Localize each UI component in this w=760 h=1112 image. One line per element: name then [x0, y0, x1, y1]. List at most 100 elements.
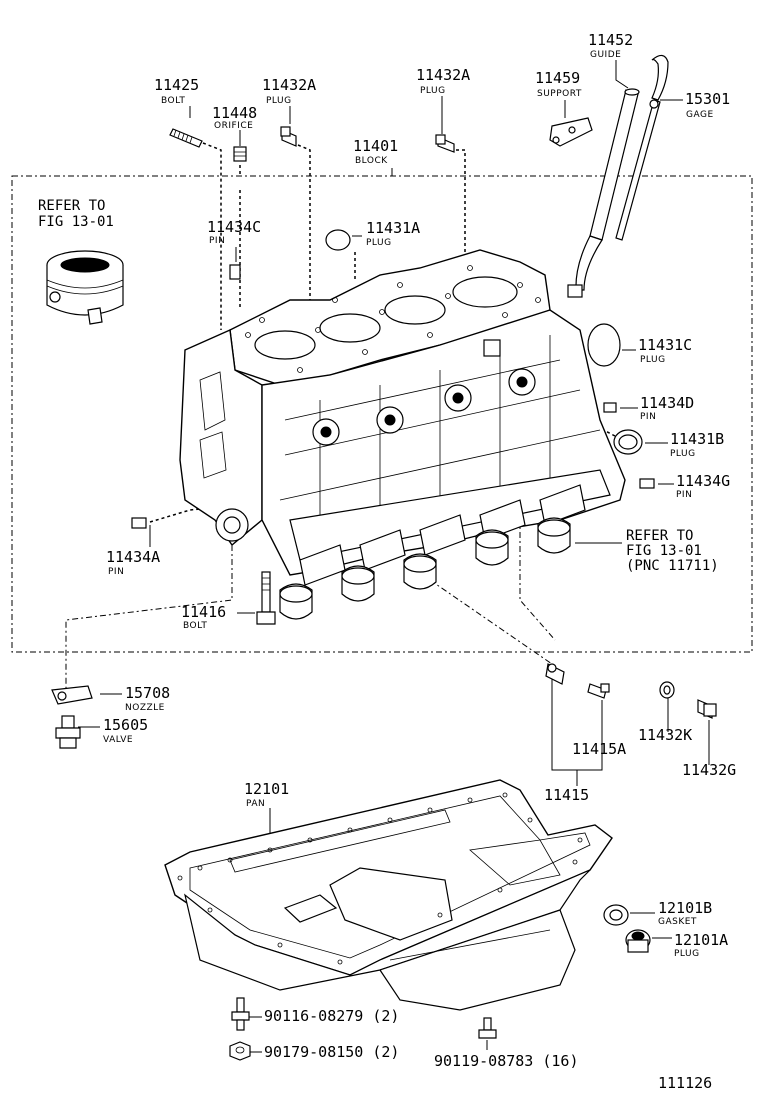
label-11452[interactable]: 11452 GUIDE [588, 31, 633, 60]
label-15605[interactable]: 15605 VALVE [103, 716, 148, 745]
label-90119[interactable]: 90119-08783 (16) [434, 1052, 579, 1070]
bolt-11416-icon[interactable] [256, 571, 276, 625]
svg-text:11448: 11448 [212, 104, 257, 122]
svg-text:BOLT: BOLT [183, 621, 207, 631]
svg-text:(PNC 11711): (PNC 11711) [626, 558, 719, 574]
label-11459[interactable]: 11459 SUPPORT [535, 69, 582, 99]
pin-11434D-icon[interactable] [603, 402, 617, 413]
bolt-11425-icon[interactable] [169, 128, 203, 148]
svg-text:11401: 11401 [353, 137, 398, 155]
main-bearing-shells-icon[interactable] [279, 517, 571, 620]
nozzle-15708-icon[interactable] [51, 685, 93, 705]
svg-text:11415A: 11415A [572, 740, 626, 758]
label-11425[interactable]: 11425 BOLT [154, 76, 199, 106]
cylinder-block-11401[interactable] [179, 249, 626, 586]
plug-11431B-icon[interactable] [613, 429, 643, 455]
label-11434D[interactable]: 11434D PIN [640, 394, 694, 422]
svg-text:12101B: 12101B [658, 899, 712, 917]
label-11431B[interactable]: 11431B PLUG [670, 430, 724, 459]
plug-11431C-icon[interactable] [587, 323, 621, 367]
svg-text:12101: 12101 [244, 780, 289, 798]
svg-text:PIN: PIN [209, 236, 225, 246]
svg-text:PLUG: PLUG [420, 86, 446, 96]
label-90116[interactable]: 90116-08279 (2) [264, 1007, 399, 1025]
plug-11432G-icon[interactable] [697, 699, 717, 719]
washer-11432K-icon[interactable] [659, 681, 675, 699]
bolt-90119-icon[interactable] [478, 1017, 497, 1039]
svg-text:90179-08150 (2): 90179-08150 (2) [264, 1043, 399, 1061]
svg-text:SUPPORT: SUPPORT [537, 89, 582, 99]
svg-text:11434D: 11434D [640, 394, 694, 412]
svg-text:FIG 13-01: FIG 13-01 [626, 543, 702, 559]
svg-text:11452: 11452 [588, 31, 633, 49]
svg-text:11434A: 11434A [106, 548, 160, 566]
label-11448[interactable]: 11448 ORIFICE [212, 104, 257, 131]
label-15708[interactable]: 15708 NOZZLE [125, 684, 170, 713]
bolt-90116-icon[interactable] [231, 997, 250, 1031]
label-11432A-left[interactable]: 11432A PLUG [262, 76, 316, 106]
label-11432G[interactable]: 11432G [682, 761, 736, 779]
svg-text:PLUG: PLUG [674, 949, 700, 959]
label-90179[interactable]: 90179-08150 (2) [264, 1043, 399, 1061]
piston-icon[interactable] [46, 250, 124, 325]
svg-text:PIN: PIN [640, 412, 656, 422]
svg-text:NOZZLE: NOZZLE [125, 703, 165, 713]
label-12101[interactable]: 12101 PAN [244, 780, 289, 809]
svg-text:11432A: 11432A [262, 76, 316, 94]
label-11416[interactable]: 11416 BOLT [181, 603, 226, 631]
gasket-12101B-icon[interactable] [603, 904, 629, 926]
label-11432K[interactable]: 11432K [638, 726, 692, 744]
svg-text:GUIDE: GUIDE [590, 50, 621, 60]
plug-11431A-icon[interactable] [325, 229, 351, 251]
refer-piston-note[interactable]: REFER TO FIG 13-01 [38, 198, 114, 230]
svg-text:GASKET: GASKET [658, 917, 697, 927]
support-11459-icon[interactable] [549, 117, 593, 147]
svg-text:11434C: 11434C [207, 218, 261, 236]
svg-text:BOLT: BOLT [161, 96, 185, 106]
svg-text:15301: 15301 [685, 90, 730, 108]
pin-11434G-icon[interactable] [639, 478, 655, 489]
dipstick-15301-icon[interactable] [615, 54, 669, 241]
label-12101A[interactable]: 12101A PLUG [674, 931, 728, 959]
svg-text:11432A: 11432A [416, 66, 470, 84]
nut-90179-icon[interactable] [229, 1041, 251, 1061]
label-11431C[interactable]: 11431C PLUG [638, 336, 692, 365]
drain-plug-12101A-icon[interactable] [625, 929, 651, 953]
svg-text:11431C: 11431C [638, 336, 692, 354]
svg-text:11459: 11459 [535, 69, 580, 87]
label-15301[interactable]: 15301 GAGE [685, 90, 730, 120]
svg-text:90119-08783 (16): 90119-08783 (16) [434, 1052, 579, 1070]
svg-text:11431A: 11431A [366, 219, 420, 237]
union-11415-icon[interactable] [545, 663, 565, 685]
label-11431A[interactable]: 11431A PLUG [366, 219, 420, 248]
pin-11434C-icon[interactable] [229, 264, 241, 280]
label-11415A[interactable]: 11415A [572, 740, 626, 758]
label-11434A[interactable]: 11434A PIN [106, 548, 160, 577]
oil-pan-12101[interactable] [164, 779, 613, 1011]
svg-text:15605: 15605 [103, 716, 148, 734]
orifice-11448-icon[interactable] [233, 146, 247, 162]
label-11415[interactable]: 11415 [544, 786, 589, 804]
refer-bearing-note[interactable]: REFER TO FIG 13-01 (PNC 11711) [626, 528, 719, 574]
valve-15605-icon[interactable] [55, 715, 81, 749]
svg-text:11432G: 11432G [682, 761, 736, 779]
svg-text:PLUG: PLUG [366, 238, 392, 248]
svg-text:GAGE: GAGE [686, 110, 714, 120]
svg-text:PIN: PIN [676, 490, 692, 500]
svg-text:REFER TO: REFER TO [626, 528, 693, 544]
svg-text:90116-08279 (2): 90116-08279 (2) [264, 1007, 399, 1025]
label-11432A-right[interactable]: 11432A PLUG [416, 66, 470, 96]
oil-level-gage-guide-icon[interactable] [567, 88, 640, 298]
label-11434C[interactable]: 11434C PIN [207, 218, 261, 246]
pin-11434A-icon[interactable] [131, 517, 147, 529]
plug-11432A-left-icon[interactable] [280, 126, 297, 147]
svg-text:15708: 15708 [125, 684, 170, 702]
plug-11432A-right-icon[interactable] [435, 134, 455, 153]
label-11401[interactable]: 11401 BLOCK [353, 137, 398, 166]
svg-text:11434G: 11434G [676, 472, 730, 490]
label-12101B[interactable]: 12101B GASKET [658, 899, 712, 927]
svg-text:11415: 11415 [544, 786, 589, 804]
union-11415A-icon[interactable] [587, 683, 610, 699]
svg-text:PLUG: PLUG [266, 96, 292, 106]
label-11434G[interactable]: 11434G PIN [676, 472, 730, 500]
